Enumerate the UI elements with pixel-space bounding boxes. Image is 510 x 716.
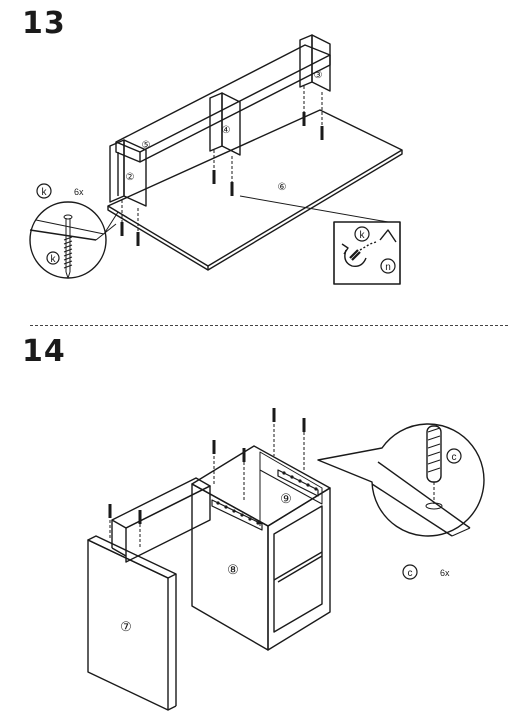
part-badge-k-magnifier: [46, 251, 60, 265]
drawer-runners: [211, 469, 319, 531]
part-label-7: ⑦: [120, 619, 132, 634]
part-label-4: ④: [222, 125, 231, 136]
dowel-magnifier: [317, 423, 485, 537]
part-symbol: c: [408, 568, 413, 579]
screws-13: [120, 112, 324, 246]
step-divider: [30, 325, 508, 326]
part-symbol: k: [51, 254, 57, 265]
back-rail: [111, 477, 211, 563]
part-label-5: ⑤: [142, 140, 151, 151]
step-number: 13: [22, 6, 66, 41]
part-label-8: ⑧: [227, 562, 239, 577]
part-badge-k: [36, 183, 52, 199]
part-badge-c: [402, 564, 418, 580]
screwdriver-detail-box: [333, 221, 401, 285]
step-number: 14: [22, 334, 66, 369]
part-badge-k-detail: [354, 226, 370, 242]
dowels-14: [108, 408, 306, 524]
part-label-3: ③: [314, 70, 323, 81]
part-label-2: ②: [126, 172, 135, 183]
screw-guides-13: [121, 86, 323, 232]
hutch-middle-divider: [209, 92, 241, 156]
part-label-6: ⑥: [278, 182, 287, 193]
part-badge-c-magnifier: [446, 448, 462, 464]
part-symbol: k: [360, 230, 366, 241]
hutch-left-side: [109, 139, 147, 207]
hutch-right-side: [299, 34, 331, 92]
part-quantity: 6x: [74, 187, 84, 197]
part-quantity: 6x: [440, 568, 450, 578]
part-label-9: ⑨: [280, 491, 292, 506]
runner-holes: [216, 471, 318, 525]
screwdriver-icon: [341, 229, 397, 268]
cabinet-body: [191, 445, 331, 651]
detail-leader: [239, 195, 389, 223]
part-badge-n-detail: [380, 258, 396, 274]
part-symbol: c: [452, 452, 457, 463]
desk-top-panel: [107, 109, 403, 271]
screw-magnifier: [29, 201, 119, 279]
left-side-panel: [87, 535, 177, 711]
dowel-guides-14: [109, 424, 305, 548]
part-symbol: n: [385, 262, 391, 273]
part-symbol: k: [42, 187, 48, 198]
